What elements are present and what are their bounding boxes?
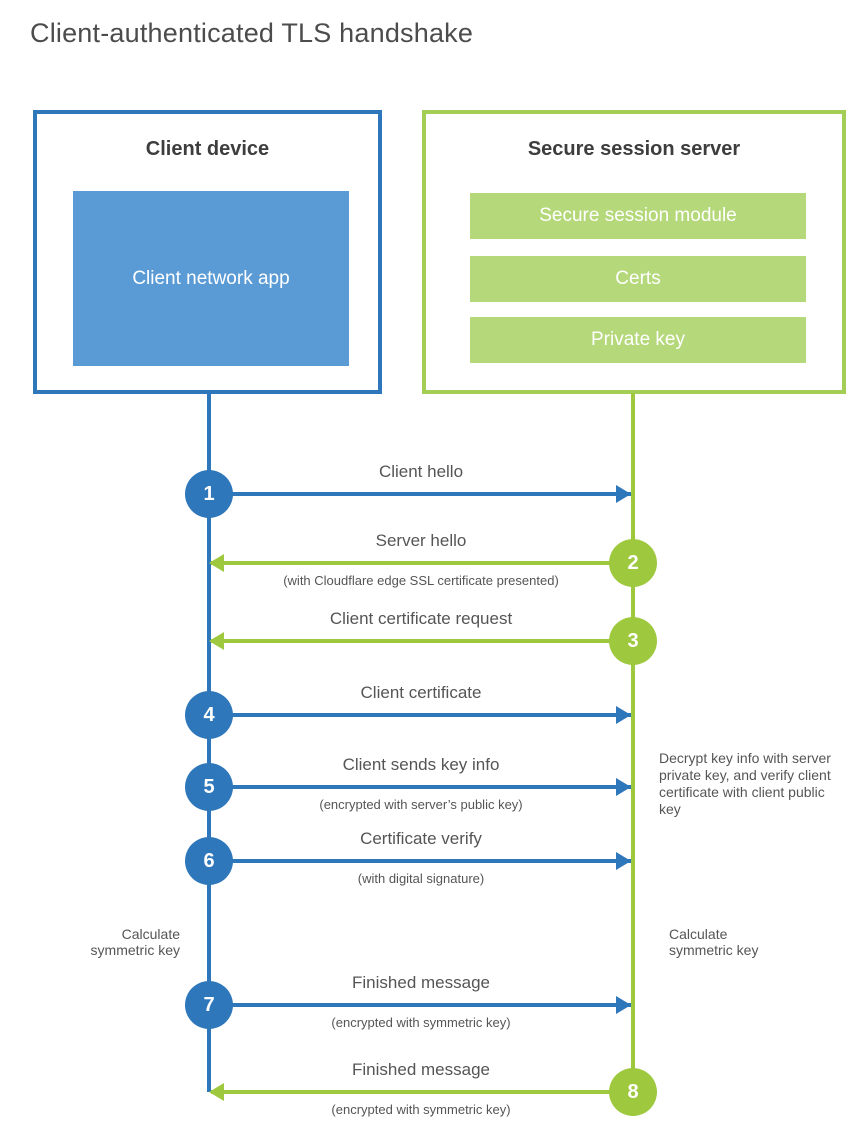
step-label: Server hello	[375, 531, 467, 550]
client-network-app-box: Client network app	[73, 191, 349, 366]
arrow-line	[211, 561, 631, 565]
server-module-secure-session: Secure session module	[470, 193, 806, 239]
arrow-line	[211, 785, 631, 789]
step-label: Client sends key info	[342, 755, 500, 774]
arrowhead-left-icon	[209, 554, 224, 572]
arrow-line	[211, 859, 631, 863]
arrowhead-right-icon	[616, 996, 631, 1014]
step-label: Finished message	[352, 973, 490, 992]
arrowhead-right-icon	[616, 485, 631, 503]
server-module-certs: Certs	[470, 256, 806, 302]
server-lifeline	[631, 393, 635, 1094]
client-device-box: Client device Client network app	[33, 110, 382, 394]
arrowhead-left-icon	[209, 632, 224, 650]
arrow-line	[211, 492, 631, 496]
arrowhead-right-icon	[616, 852, 631, 870]
step-number-badge: 3	[609, 617, 657, 665]
step-number-badge: 7	[185, 981, 233, 1029]
step-number-badge: 2	[609, 539, 657, 587]
step-sublabel: (with Cloudflare edge SSL certificate pr…	[283, 573, 559, 588]
arrowhead-left-icon	[209, 1083, 224, 1101]
step-number-badge: 4	[185, 691, 233, 739]
step-sublabel: (encrypted with server’s public key)	[319, 797, 523, 812]
arrow-line	[211, 713, 631, 717]
client-device-title: Client device	[145, 138, 270, 160]
secure-session-server-title: Secure session server	[527, 138, 741, 160]
step-sublabel: (with digital signature)	[357, 871, 485, 886]
step-label: Client hello	[378, 462, 464, 481]
step-sublabel: (encrypted with symmetric key)	[331, 1102, 511, 1117]
secure-session-server-box: Secure session server Secure session mod…	[422, 110, 846, 394]
server-module-private-key: Private key	[470, 317, 806, 363]
calculate-symmetric-key-note-client: Calculate symmetric key	[90, 926, 180, 958]
step-label: Client certificate request	[329, 609, 513, 628]
page-title: Client-authenticated TLS handshake	[30, 18, 474, 48]
step-number-badge: 8	[609, 1068, 657, 1116]
arrowhead-right-icon	[616, 706, 631, 724]
step-number-badge: 1	[185, 470, 233, 518]
step-sublabel: (encrypted with symmetric key)	[331, 1015, 511, 1030]
arrowhead-right-icon	[616, 778, 631, 796]
decrypt-key-info-note: Decrypt key info with server private key…	[659, 750, 831, 817]
client-lifeline	[207, 393, 211, 1092]
step-number-badge: 5	[185, 763, 233, 811]
step-label: Certificate verify	[360, 829, 482, 848]
arrow-line	[211, 639, 631, 643]
step-label: Finished message	[352, 1060, 490, 1079]
step-label: Client certificate	[360, 683, 482, 702]
step-number-badge: 6	[185, 837, 233, 885]
calculate-symmetric-key-note-server: Calculate symmetric key	[669, 926, 759, 958]
arrow-line	[211, 1090, 631, 1094]
arrow-line	[211, 1003, 631, 1007]
